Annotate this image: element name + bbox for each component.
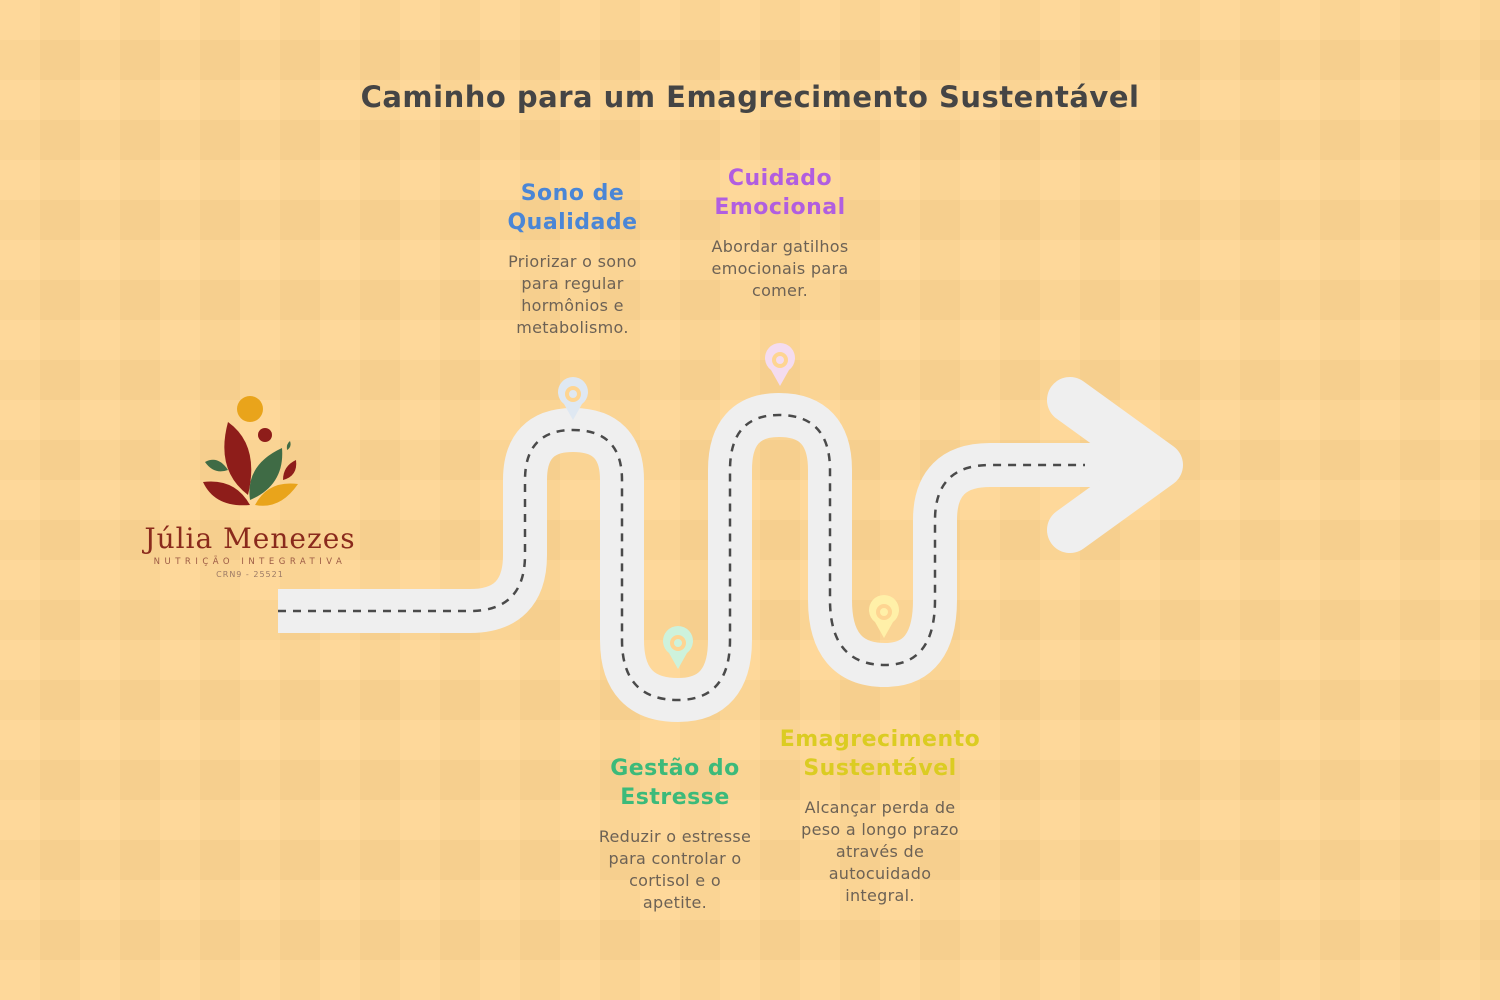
logo-subtitle: NUTRIÇÃO INTEGRATIVA <box>153 557 347 567</box>
step-desc-line: Priorizar o sono <box>508 252 637 271</box>
step-title-line1: Gestão do <box>610 756 740 781</box>
location-pin-icon <box>765 343 795 386</box>
step-title-line2: Estresse <box>620 785 730 810</box>
step-desc-line: hormônios e <box>521 296 624 315</box>
step-title-line2: Sustentável <box>803 756 957 781</box>
step-desc-line: através de <box>835 842 925 861</box>
step-desc-line: integral. <box>845 886 915 905</box>
step-title-line2: Qualidade <box>507 210 638 235</box>
step-cuidado-emocional: Cuidado Emocional Abordar gatilhos emoci… <box>675 164 885 302</box>
step-desc-line: peso a longo prazo <box>801 820 959 839</box>
step-desc-line: Abordar gatilhos <box>711 237 849 256</box>
step-title-line1: Emagrecimento <box>779 727 981 752</box>
arrow-head <box>1047 377 1183 553</box>
step-desc-line: autocuidado <box>828 864 932 883</box>
road-center-line <box>278 413 1085 702</box>
step-desc-line: comer. <box>751 281 808 300</box>
road-path <box>278 393 1150 722</box>
logo-registration: CRN9 - 25521 <box>216 570 284 579</box>
step-desc-line: para regular <box>521 274 624 293</box>
logo-icon <box>203 396 298 506</box>
step-desc-line: emocionais para <box>711 259 849 278</box>
step-desc-line: Alcançar perda de <box>804 798 956 817</box>
step-emagrecimento-sustentavel: Emagrecimento Sustentável Alcançar perda… <box>770 725 990 907</box>
step-title-line1: Cuidado <box>727 166 833 191</box>
step-desc-line: apetite. <box>642 893 708 912</box>
location-pin-icon <box>558 377 588 420</box>
step-title-line1: Sono de <box>520 181 625 206</box>
location-pin-icon <box>869 595 899 638</box>
location-pin-icon <box>663 626 693 669</box>
step-title-line2: Emocional <box>714 195 846 220</box>
page-title: Caminho para um Emagrecimento Sustentáve… <box>360 80 1140 114</box>
step-desc-line: metabolismo. <box>516 318 629 337</box>
step-sono-de-qualidade: Sono de Qualidade Priorizar o sono para … <box>470 179 675 339</box>
step-desc-line: Reduzir o estresse <box>598 827 752 846</box>
step-desc-line: para controlar o <box>608 849 742 868</box>
step-gestao-do-estresse: Gestão do Estresse Reduzir o estresse pa… <box>570 754 780 914</box>
step-desc-line: cortisol e o <box>629 871 721 890</box>
logo-name: Júlia Menezes <box>144 522 356 555</box>
